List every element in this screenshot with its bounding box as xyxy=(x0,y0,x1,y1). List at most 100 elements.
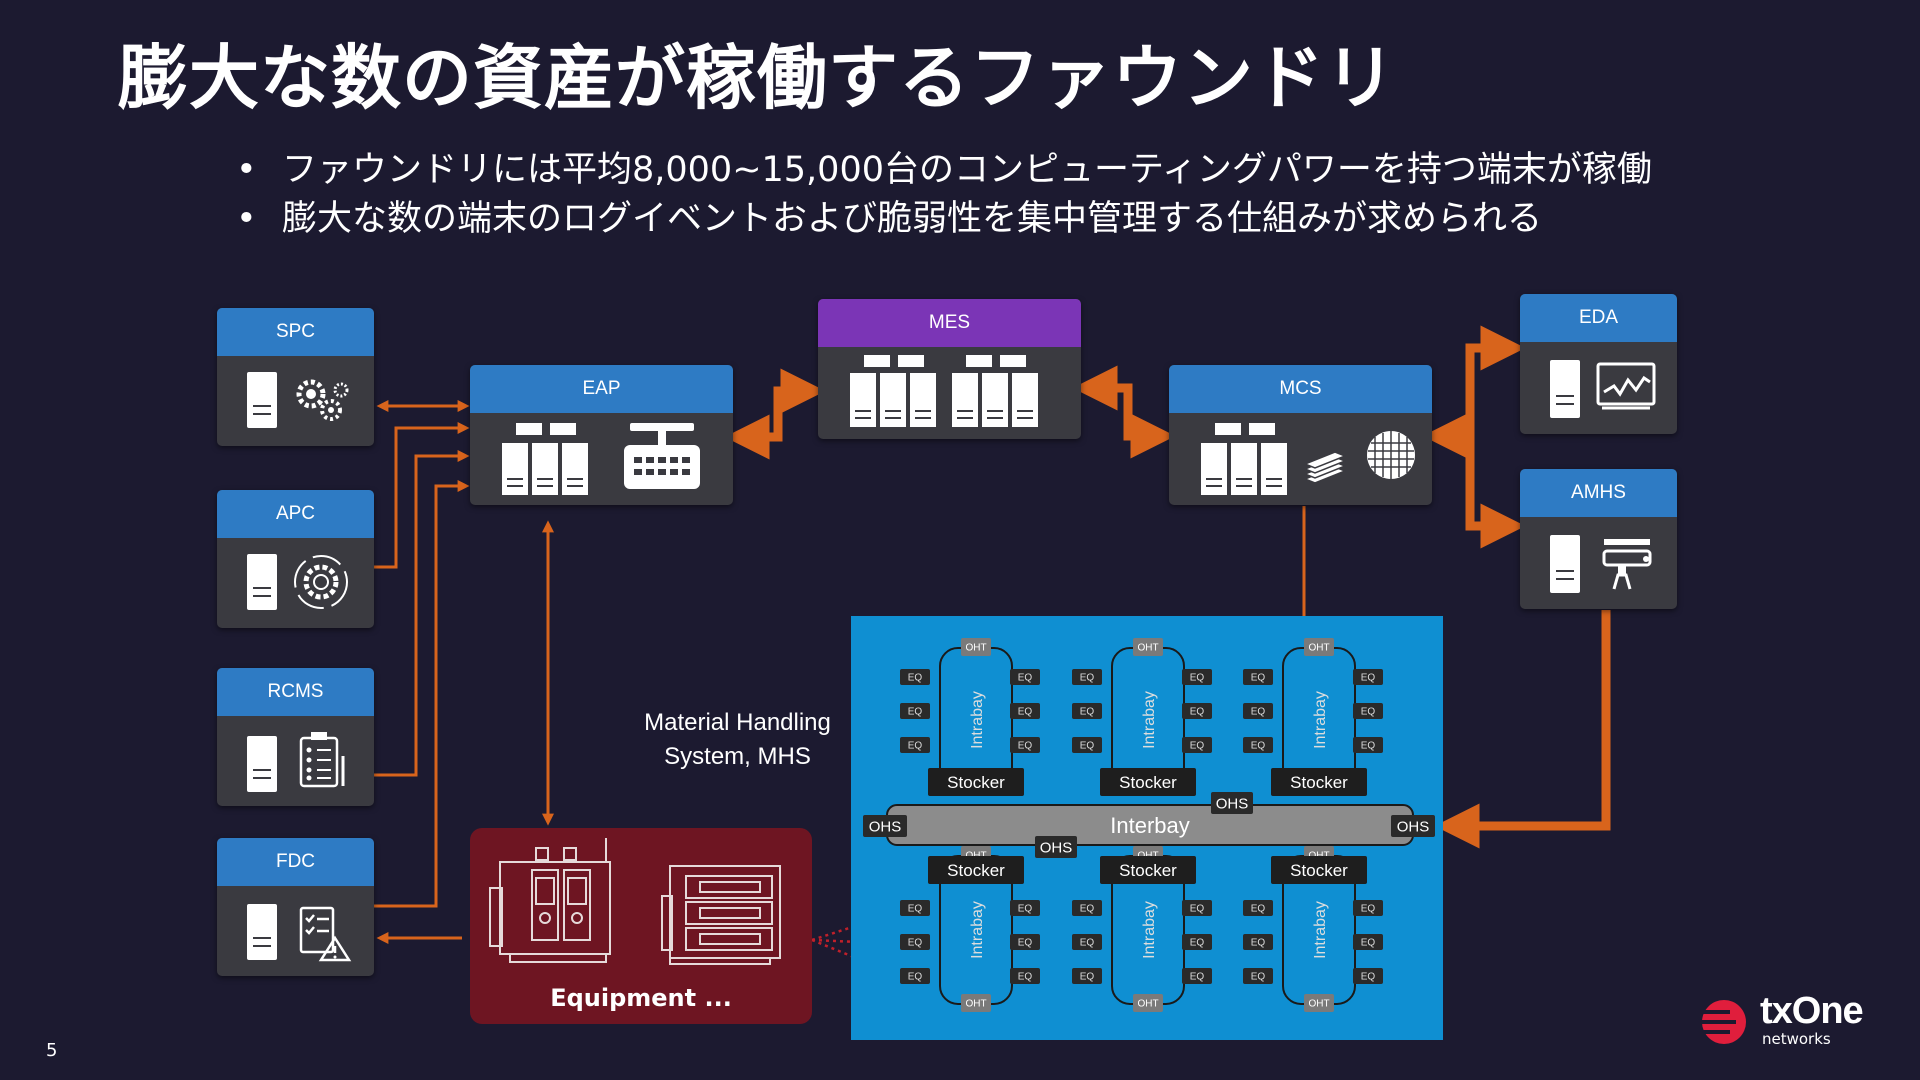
eq-label-text: EQ xyxy=(1251,673,1266,684)
oht-label-text: OHT xyxy=(1308,643,1329,654)
spc-box: SPC xyxy=(217,308,374,446)
eq-label xyxy=(1182,900,1212,916)
stocker-label-text: Stocker xyxy=(1119,773,1177,792)
eq-label-text: EQ xyxy=(1190,904,1205,915)
rcms-box: RCMS xyxy=(217,668,374,806)
ohs-label-text: OHS xyxy=(869,818,902,835)
arrow-mes-mcs xyxy=(1072,365,1176,459)
eq-label-text: EQ xyxy=(1018,741,1033,752)
mhs-layout: OHTIntrabayEQEQEQEQEQEQStockerOHTIntraba… xyxy=(863,638,1435,1012)
txone-logo: txOne networks xyxy=(1690,990,1890,1048)
ohs-label-text: OHS xyxy=(1216,795,1249,812)
oht-label xyxy=(961,638,991,656)
eq-label-text: EQ xyxy=(908,904,923,915)
eq-label xyxy=(1243,703,1273,719)
bullet-text: 膨大な数の端末のログイベントおよび脆弱性を集中管理する仕組みが求められる xyxy=(282,199,1543,239)
eq-label-text: EQ xyxy=(1018,938,1033,949)
oht-label-text: OHT xyxy=(965,999,986,1010)
eq-label xyxy=(1072,900,1102,916)
stocker-label-text: Stocker xyxy=(1290,773,1348,792)
stocker-label xyxy=(928,768,1024,796)
eq-label xyxy=(900,703,930,719)
server-icon xyxy=(247,736,277,792)
eq-label xyxy=(900,737,930,753)
ohs-label xyxy=(863,815,907,837)
ohs-label xyxy=(1035,836,1077,858)
server-icon xyxy=(1550,535,1580,593)
eq-label-text: EQ xyxy=(1361,741,1376,752)
robot-controller-icon xyxy=(624,423,700,489)
eq-label xyxy=(1182,934,1212,950)
server-rack-icon xyxy=(502,423,588,495)
apc-box: APC xyxy=(217,490,374,628)
eq-label-text: EQ xyxy=(1018,972,1033,983)
bullet-symbol: • xyxy=(236,150,257,190)
arrow-mcs-eda xyxy=(1422,325,1526,459)
eq-label-text: EQ xyxy=(1018,904,1033,915)
equipment-label: Equipment ... xyxy=(550,984,732,1012)
stocker-label-text: Stocker xyxy=(1290,861,1348,880)
stocker-label-text: Stocker xyxy=(947,861,1005,880)
fdc-header: FDC xyxy=(217,838,374,886)
eq-label-text: EQ xyxy=(1018,707,1033,718)
eq-label-text: EQ xyxy=(1251,972,1266,983)
eq-label xyxy=(1182,669,1212,685)
gear-cycle-icon xyxy=(294,555,348,609)
ohs-label xyxy=(1391,815,1435,837)
eq-label-text: EQ xyxy=(1361,938,1376,949)
mes-header: MES xyxy=(818,299,1081,347)
eq-label-text: EQ xyxy=(1080,741,1095,752)
stocker-label xyxy=(928,856,1024,884)
intrabay-label: Intrabay xyxy=(1312,901,1329,959)
eq-label-text: EQ xyxy=(1251,707,1266,718)
eq-label xyxy=(900,900,930,916)
stocker-label xyxy=(1100,768,1196,796)
eq-label-text: EQ xyxy=(1018,673,1033,684)
logo-brand: txOne xyxy=(1760,990,1864,1032)
intrabay-label: Intrabay xyxy=(1141,901,1158,959)
intrabay-label: Intrabay xyxy=(969,691,986,749)
server-rack-icon xyxy=(1201,423,1287,495)
stocker-label-text: Stocker xyxy=(1119,861,1177,880)
oht-label-text: OHT xyxy=(1308,999,1329,1010)
interbay-label: Interbay xyxy=(1110,813,1190,838)
equipment-machine-icon xyxy=(489,838,781,965)
eq-label xyxy=(1072,934,1102,950)
eq-label-text: EQ xyxy=(1251,938,1266,949)
logo-sub: networks xyxy=(1762,1030,1831,1048)
eq-label xyxy=(1353,737,1383,753)
intrabay-label: Intrabay xyxy=(1312,691,1329,749)
bullet-item: •膨大な数の端末のログイベントおよび脆弱性を集中管理する仕組みが求められる xyxy=(236,195,1652,244)
mhs-label: Material Handling System, MHS xyxy=(620,706,855,774)
eq-label-text: EQ xyxy=(1080,707,1095,718)
eq-label xyxy=(1353,900,1383,916)
eq-label-text: EQ xyxy=(1361,707,1376,718)
checklist-icon xyxy=(299,732,345,788)
eq-label-text: EQ xyxy=(1361,904,1376,915)
amhs-box: AMHS xyxy=(1520,469,1677,609)
amhs-header: AMHS xyxy=(1520,469,1677,517)
eq-label-text: EQ xyxy=(1190,741,1205,752)
stocker-label xyxy=(1271,768,1367,796)
eq-label xyxy=(1353,703,1383,719)
ohs-label-text: OHS xyxy=(1040,839,1073,856)
eq-label-text: EQ xyxy=(1080,972,1095,983)
server-rack-icon xyxy=(850,355,936,427)
oht-label xyxy=(1304,638,1334,656)
equipment-box: Equipment ... xyxy=(470,828,812,1024)
eq-label xyxy=(1243,900,1273,916)
intrabay-label: Intrabay xyxy=(969,901,986,959)
checklist-warning-icon xyxy=(299,906,352,962)
server-rack-icon xyxy=(952,355,1038,427)
wafer-stack-icon xyxy=(1302,451,1348,484)
eq-label xyxy=(1010,900,1040,916)
eq-label xyxy=(1243,968,1273,984)
eq-label-text: EQ xyxy=(908,741,923,752)
page-title: 膨大な数の資産が稼働するファウンドリ xyxy=(118,37,1396,119)
robot-arm-icon xyxy=(1602,539,1652,590)
eq-label xyxy=(1010,934,1040,950)
eq-label xyxy=(900,669,930,685)
arrow-apc-eap xyxy=(374,422,470,569)
oht-label xyxy=(1133,638,1163,656)
